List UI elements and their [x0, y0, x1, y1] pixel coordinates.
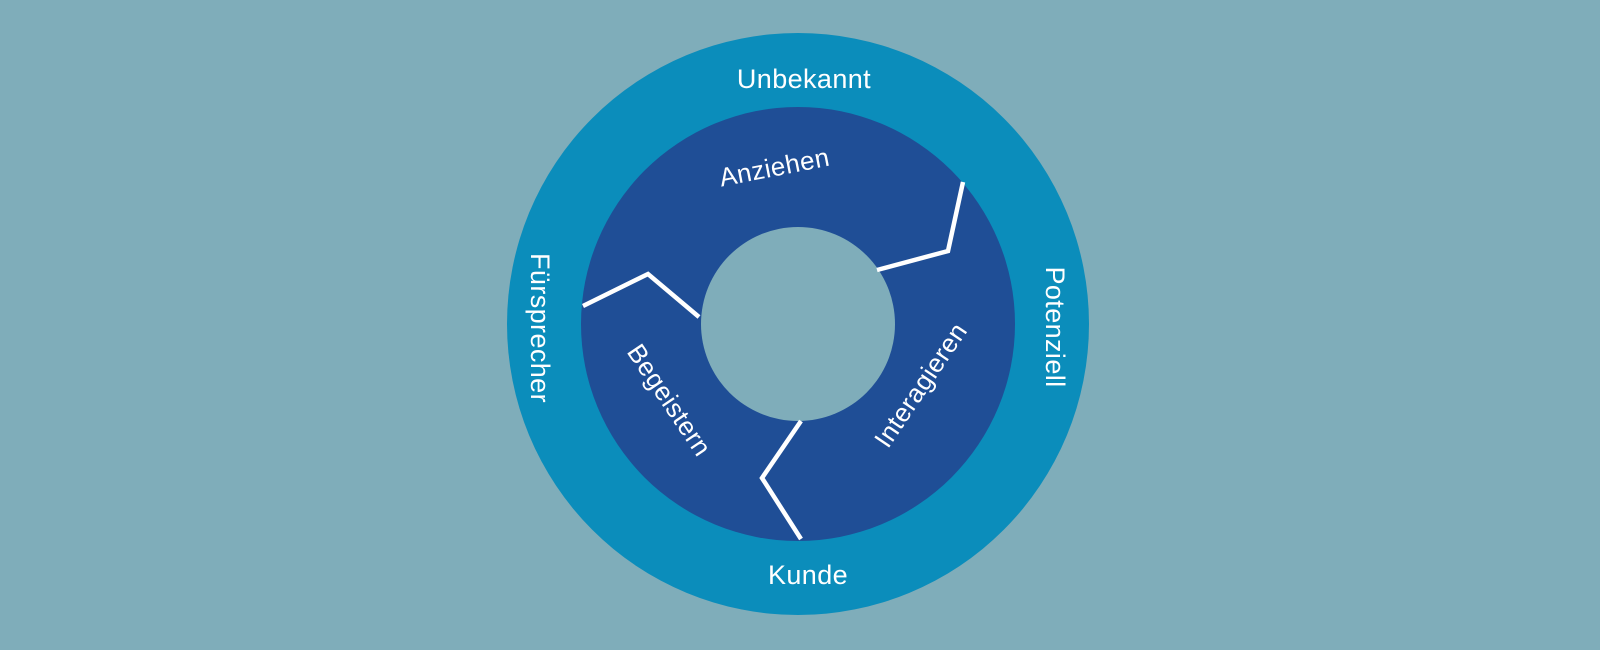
hub-circle — [701, 227, 895, 421]
outer-label-kunde: Kunde — [768, 560, 848, 590]
outer-label-unbekannt: Unbekannt — [737, 64, 871, 94]
outer-label-fuersprecher: Fürsprecher — [525, 253, 555, 403]
outer-label-potenziell: Potenziell — [1040, 266, 1070, 387]
arrow-begeistern-anziehen-icon — [582, 271, 701, 319]
arrow-anziehen-interagieren-icon — [876, 181, 966, 273]
arrow-interagieren-begeistern-icon — [759, 419, 803, 541]
